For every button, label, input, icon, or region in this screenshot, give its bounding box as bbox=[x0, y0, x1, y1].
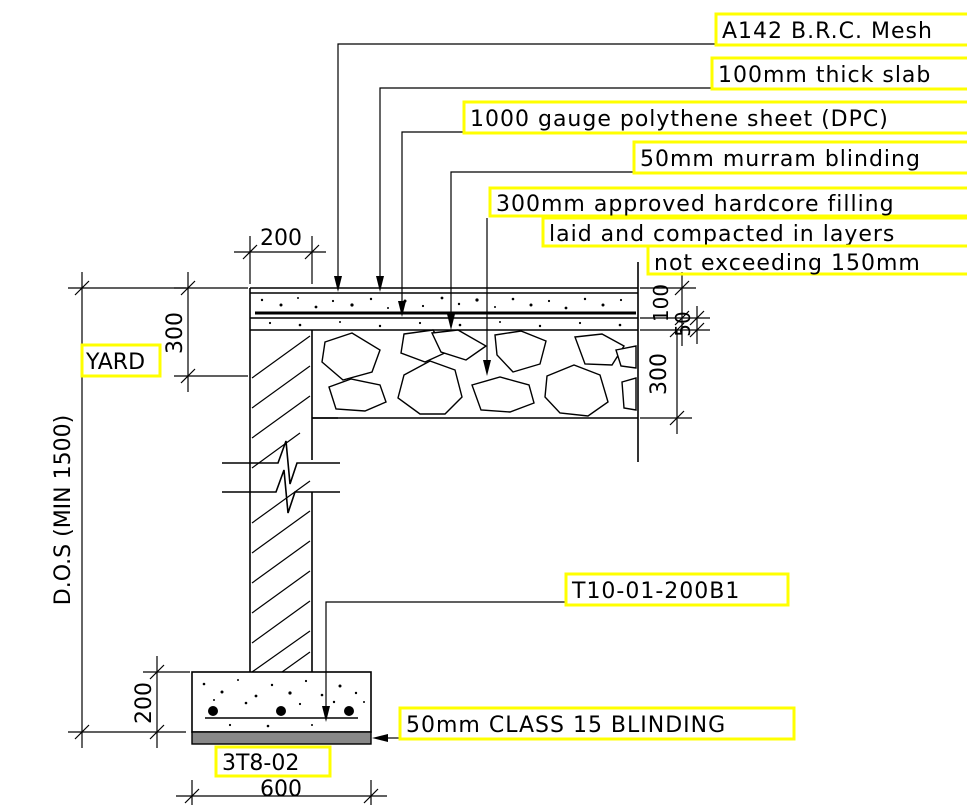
floor-slab bbox=[250, 262, 639, 462]
dim-murram: 50 bbox=[671, 311, 695, 336]
dim-slab-thickness: 100 bbox=[649, 284, 673, 322]
callout-bar: T10-01-200B1 bbox=[564, 572, 790, 607]
callout-yard: YARD bbox=[80, 343, 162, 378]
dim-above-ground: 300 bbox=[163, 312, 188, 354]
blinding-layer bbox=[191, 731, 372, 745]
wall-hatching bbox=[251, 335, 311, 673]
callout-blinding-text: 50mm CLASS 15 BLINDING bbox=[406, 713, 726, 738]
callout-mesh: A142 B.R.C. Mesh bbox=[714, 12, 967, 47]
callout-murram: 50mm murram blinding bbox=[632, 140, 967, 175]
callout-hardcore-line1: 300mm approved hardcore filling bbox=[496, 192, 895, 217]
callout-blinding: 50mm CLASS 15 BLINDING bbox=[398, 706, 796, 741]
callout-hardcore-line2: laid and compacted in layers bbox=[549, 222, 895, 247]
slab-concrete-speckle bbox=[260, 296, 623, 328]
callout-dpc-text: 1000 gauge polythene sheet (DPC) bbox=[470, 107, 889, 132]
callout-footing-bars: 3T8-02 bbox=[214, 745, 332, 778]
callout-bar-text: T10-01-200B1 bbox=[571, 579, 740, 604]
callout-slab: 100mm thick slab bbox=[710, 56, 967, 91]
dim-hardcore: 300 bbox=[647, 353, 672, 395]
wall-break-upper bbox=[222, 440, 340, 485]
hardcore-stones bbox=[312, 329, 638, 419]
callout-dpc: 1000 gauge polythene sheet (DPC) bbox=[462, 100, 967, 135]
dim-footing-width: 600 bbox=[260, 777, 302, 802]
callout-footing-bars-text: 3T8-02 bbox=[222, 751, 299, 776]
callout-murram-text: 50mm murram blinding bbox=[640, 147, 921, 172]
callout-hardcore: 300mm approved hardcore filling laid and… bbox=[488, 186, 967, 276]
dim-footing-depth: 200 bbox=[132, 682, 157, 724]
wall bbox=[222, 288, 340, 673]
dim-depth-of-strip: D.O.S (MIN 1500) bbox=[51, 415, 76, 605]
callout-slab-text: 100mm thick slab bbox=[718, 63, 931, 88]
wall-break-lower bbox=[222, 469, 340, 514]
footing-concrete-speckle bbox=[202, 679, 365, 728]
callout-yard-text: YARD bbox=[85, 350, 145, 375]
dim-wall-thickness: 200 bbox=[260, 226, 302, 251]
callout-mesh-text: A142 B.R.C. Mesh bbox=[722, 19, 933, 44]
footing bbox=[191, 671, 372, 745]
callout-hardcore-line3: not exceeding 150mm bbox=[654, 251, 921, 276]
leader-lines bbox=[322, 43, 716, 742]
